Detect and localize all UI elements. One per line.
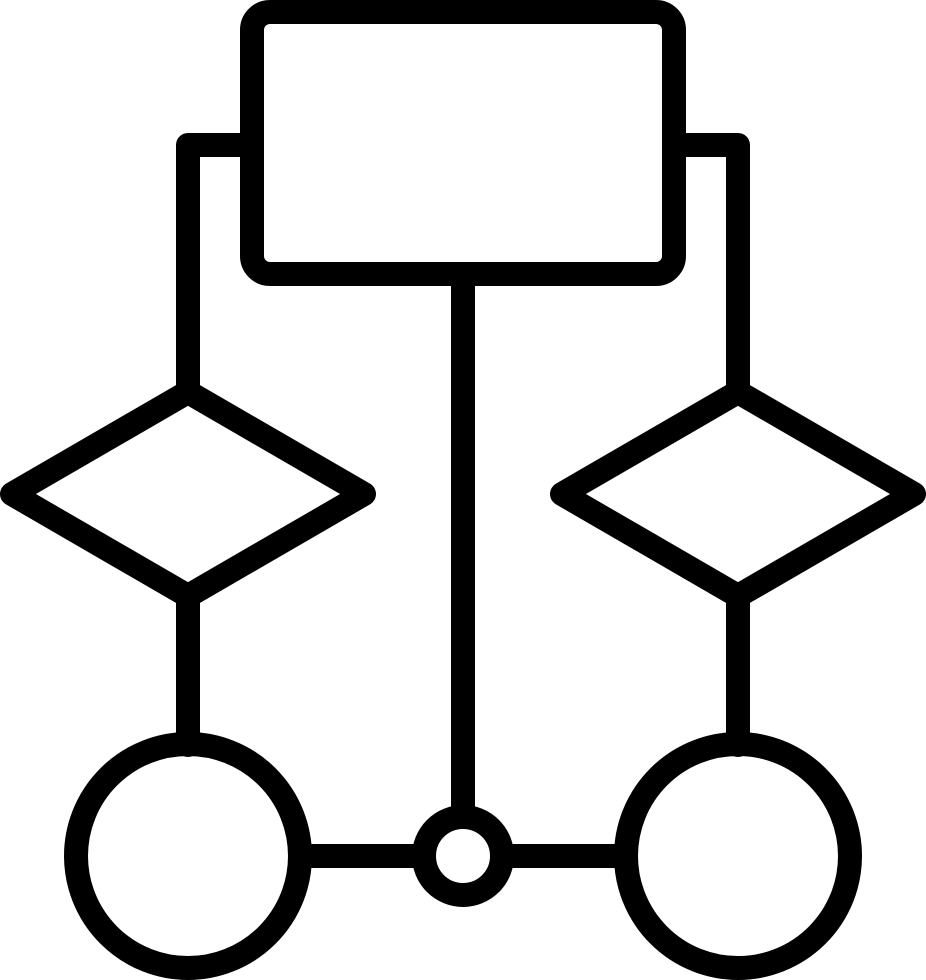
left-terminal-circle [64,732,312,980]
top-process-box [240,0,686,286]
right-decision-diamond [550,380,926,608]
left-decision-diamond [0,380,376,608]
right-terminal-circle [614,732,862,980]
right-connector-top [662,133,750,404]
center-junction-node [412,805,514,907]
left-connector-top [176,133,264,404]
